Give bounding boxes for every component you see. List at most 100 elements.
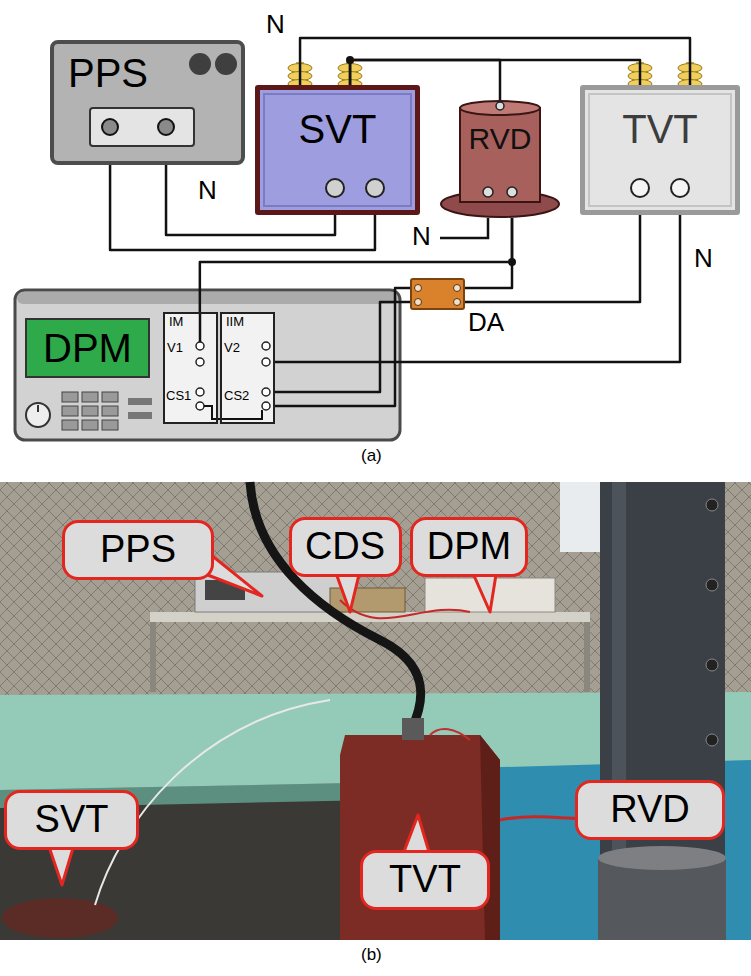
key (82, 392, 98, 402)
terminal (196, 402, 204, 410)
test-transformer-part (671, 179, 689, 197)
voltage-divider-part (496, 102, 504, 110)
differential-adapter-label: DA (468, 308, 504, 338)
power-meter-label: DPM (25, 318, 150, 378)
channel-panel: IIM (220, 312, 275, 424)
channel-panel: IM (163, 312, 218, 424)
tvt-terminal (402, 718, 424, 740)
voltage-divider-part (460, 101, 540, 115)
neutral-mark: N (266, 9, 285, 39)
key (82, 420, 98, 430)
channel-panel-face (163, 312, 218, 424)
pin-name: V1 (167, 340, 183, 355)
key (62, 392, 78, 402)
neutral-mark-holder: N (198, 176, 217, 206)
differential-adapter: DA (410, 278, 465, 310)
pin-name: CS1 (166, 388, 191, 403)
voltage-divider-label: RVD (469, 122, 532, 157)
power-supply-part (158, 119, 174, 135)
wire (300, 38, 690, 85)
neutral-lead (440, 218, 488, 238)
wire (465, 218, 512, 288)
pin-name-holder: CS1 (166, 386, 191, 404)
rvd-base (598, 858, 726, 940)
panel-tag: (a) (361, 446, 382, 465)
source-transformer-part (264, 94, 411, 206)
wire (275, 215, 680, 362)
pin-name-holder: V1 (167, 338, 183, 356)
neutral-mark: N (412, 221, 431, 251)
key (102, 406, 118, 416)
pin-name-holder: CS2 (224, 386, 249, 404)
wire (275, 302, 410, 392)
rvd-socket (706, 499, 718, 511)
channel-panel-face (220, 312, 275, 424)
test-transformer-label: TVT (622, 106, 698, 152)
differential-adapter-part (415, 299, 422, 306)
differential-adapter-part (454, 285, 461, 292)
panel-tag-holder: (b) (361, 945, 382, 965)
callout-bubble: RVD (575, 780, 725, 840)
callout-bubble: DPM (410, 517, 528, 577)
power-supply: PPS (50, 40, 245, 165)
current-link (204, 406, 262, 419)
power-supply-part (102, 119, 118, 135)
tvt-side (480, 735, 500, 940)
differential-adapter-part (415, 285, 422, 292)
button (128, 398, 152, 405)
terminal (262, 342, 270, 350)
wire (465, 215, 640, 302)
callout-bubble: TVT (360, 850, 490, 910)
meter-knob (26, 403, 50, 427)
power-supply-part (90, 108, 194, 146)
power-meter: DPM IM IIM (15, 290, 400, 440)
shelf-leg (584, 622, 590, 692)
callout-bubble: PPS (62, 520, 214, 580)
red-lead (430, 729, 470, 740)
power-supply-part (189, 53, 211, 75)
voltage-divider-part (460, 108, 540, 202)
terminal (196, 358, 204, 366)
callout-bubble-label: RVD (610, 788, 690, 832)
terminal (196, 388, 204, 396)
channel-panel-label: IIM (226, 315, 269, 330)
callout-bubble-label: CDS (305, 525, 385, 569)
callout-bubble-label: DPM (427, 525, 511, 569)
pin-name: CS2 (224, 388, 249, 403)
test-transformer-part (589, 94, 731, 206)
knob-mark (37, 405, 39, 412)
panel-tag-holder: (a) (361, 446, 382, 466)
callout-bubble-label: SVT (35, 798, 109, 842)
wire (275, 288, 410, 406)
channel-panel-label: IM (169, 315, 212, 330)
source-transformer-part (366, 179, 384, 197)
inner-wire (199, 312, 202, 342)
callout-bubble-label: TVT (389, 858, 461, 902)
test-transformer: TVT (580, 85, 740, 215)
lab-photo (0, 482, 751, 940)
key (62, 406, 78, 416)
voltage-divider-part (507, 187, 517, 197)
voltage-divider-art (440, 100, 560, 218)
key (102, 420, 118, 430)
red-lead (340, 600, 470, 618)
source-transformer-label: SVT (299, 106, 377, 152)
callout-bubble: SVT (4, 790, 139, 850)
power-supply-part (215, 53, 237, 75)
source-transformer: SVT (255, 85, 420, 215)
hv-cable (250, 482, 421, 728)
differential-adapter-art (412, 280, 467, 312)
meter-body (15, 290, 400, 440)
wire (350, 60, 640, 85)
button (128, 412, 152, 419)
neutral-mark-holder: N (266, 10, 285, 40)
voltage-divider-part (483, 187, 493, 197)
rvd-socket (706, 579, 718, 591)
svt-base (2, 898, 118, 938)
key (102, 392, 118, 402)
neutral-mark-holder: N (694, 244, 713, 274)
meter-top-strip (17, 292, 398, 304)
rvd-socket (706, 734, 718, 746)
